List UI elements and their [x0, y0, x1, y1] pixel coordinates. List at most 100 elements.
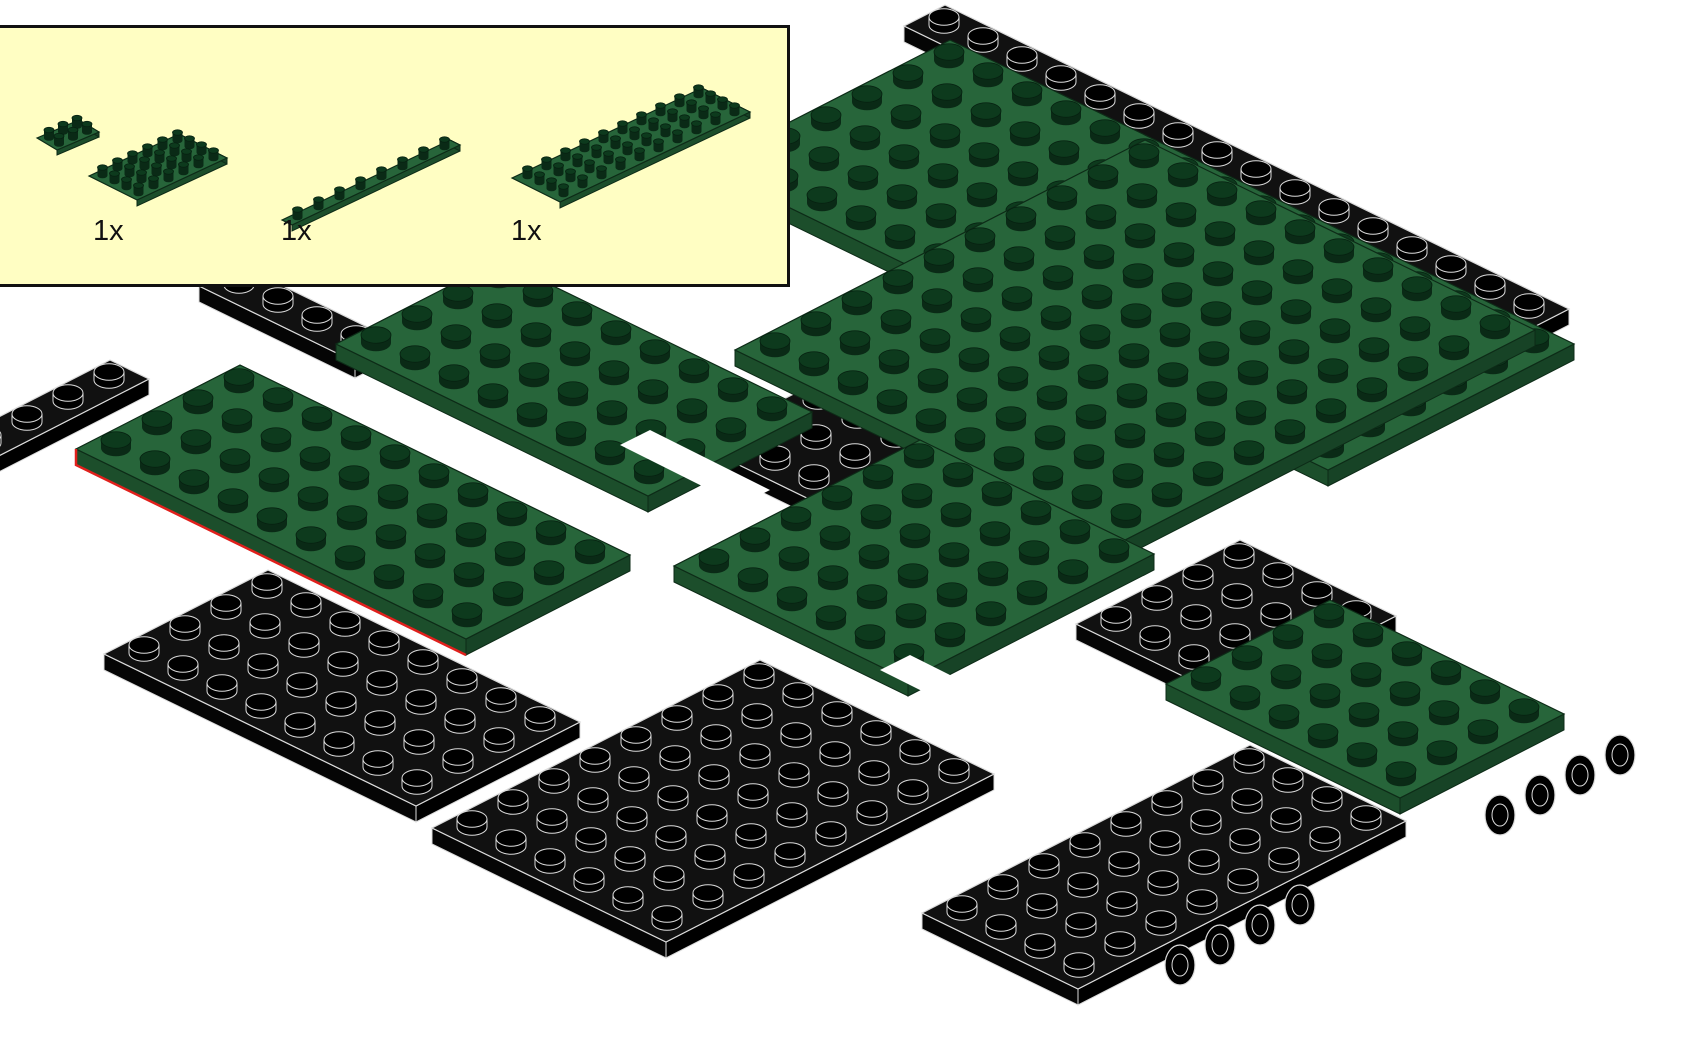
stud — [378, 485, 408, 510]
stud — [1183, 565, 1213, 590]
stud — [592, 145, 602, 159]
stud — [924, 249, 954, 274]
stud — [1029, 854, 1059, 879]
stud — [181, 430, 211, 455]
stud — [656, 826, 686, 851]
stud — [1316, 399, 1346, 424]
stud — [859, 761, 889, 786]
stud — [143, 144, 153, 158]
stud — [1279, 340, 1309, 365]
stud — [998, 367, 1028, 392]
stud — [554, 163, 564, 177]
stud — [82, 121, 92, 135]
stud — [1163, 123, 1193, 148]
stud — [1398, 357, 1428, 382]
stud — [699, 765, 729, 790]
stud — [575, 540, 605, 565]
stud — [220, 449, 250, 474]
stud — [443, 749, 473, 774]
stud — [699, 106, 709, 120]
stud — [861, 721, 891, 746]
stud — [658, 786, 688, 811]
stud — [1084, 245, 1114, 270]
stud — [454, 563, 484, 588]
stud — [452, 603, 482, 628]
stud — [1041, 306, 1071, 331]
stud — [617, 807, 647, 832]
stud — [900, 524, 930, 549]
stud — [1002, 287, 1032, 312]
stud — [801, 312, 831, 337]
stud — [1124, 104, 1154, 129]
stud — [330, 612, 360, 637]
stud — [1086, 205, 1116, 230]
stud — [1191, 667, 1221, 692]
stud — [302, 407, 332, 432]
stud — [1049, 141, 1079, 166]
stud — [1349, 703, 1379, 728]
stud — [695, 845, 725, 870]
stud — [1017, 581, 1047, 606]
stud — [197, 142, 207, 156]
stud — [1318, 359, 1348, 384]
stud — [1064, 953, 1094, 978]
stud — [852, 86, 882, 111]
stud — [687, 100, 697, 114]
stud — [1123, 264, 1153, 289]
stud — [252, 574, 282, 599]
stud — [482, 304, 512, 329]
stud — [820, 526, 850, 551]
stud — [1234, 749, 1264, 774]
stud — [879, 350, 909, 375]
stud — [935, 623, 965, 648]
stud — [1068, 873, 1098, 898]
stud — [1195, 422, 1225, 447]
stud — [883, 270, 913, 295]
stud — [224, 369, 254, 394]
stud — [314, 197, 324, 211]
stud — [547, 178, 557, 192]
stud — [521, 323, 551, 348]
stud — [556, 422, 586, 447]
stud — [128, 151, 138, 165]
stud — [965, 228, 995, 253]
stud — [257, 508, 287, 533]
stud — [209, 148, 219, 162]
stud — [857, 585, 887, 610]
stud — [1236, 401, 1266, 426]
stud — [939, 759, 969, 784]
stud — [1242, 281, 1272, 306]
stud — [179, 162, 189, 176]
stud — [1273, 768, 1303, 793]
stud — [326, 692, 356, 717]
stud — [661, 124, 671, 138]
stud — [1351, 806, 1381, 831]
stud — [1193, 770, 1223, 795]
stud — [246, 694, 276, 719]
stud — [1168, 163, 1198, 188]
stud — [337, 506, 367, 531]
stud — [1427, 741, 1457, 766]
stud — [1113, 464, 1143, 489]
stud — [1230, 829, 1260, 854]
stud — [595, 441, 625, 466]
stud — [341, 426, 371, 451]
stud — [447, 669, 477, 694]
stud — [1241, 161, 1271, 186]
stud — [1308, 724, 1338, 749]
stud — [1000, 327, 1030, 352]
stud — [542, 157, 552, 171]
stud — [535, 172, 545, 186]
stud — [693, 885, 723, 910]
stud — [398, 157, 408, 171]
stud — [840, 444, 870, 469]
stud — [1310, 684, 1340, 709]
stud — [170, 143, 180, 157]
stud — [285, 713, 315, 738]
stud — [298, 487, 328, 512]
stud — [777, 587, 807, 612]
stud — [904, 444, 934, 469]
stud — [1314, 604, 1344, 629]
stud — [616, 157, 626, 171]
stud — [1019, 541, 1049, 566]
